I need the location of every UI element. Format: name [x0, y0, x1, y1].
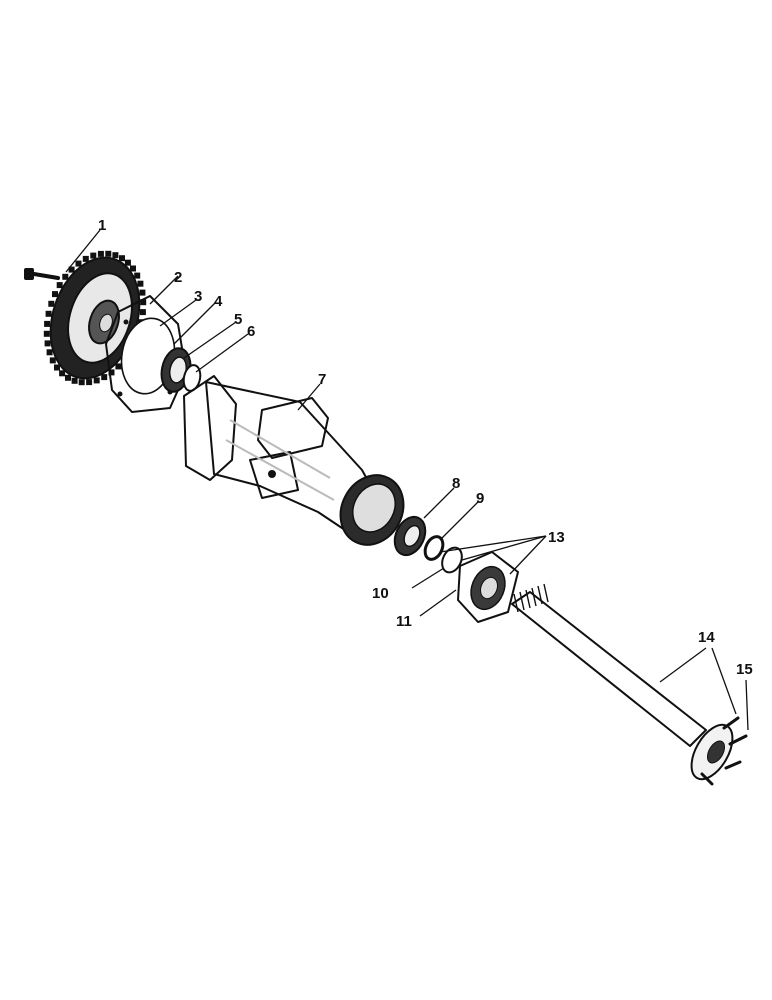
- gear-tooth: [54, 364, 60, 371]
- gear-tooth: [78, 379, 85, 386]
- callout-10: 10: [372, 585, 389, 602]
- gear-tooth: [75, 260, 82, 267]
- gear-part: [43, 250, 147, 386]
- gear-tooth: [93, 377, 100, 384]
- callout-4: 4: [214, 293, 223, 310]
- callout-14: 14: [698, 629, 715, 646]
- callout-7: 7: [318, 371, 326, 388]
- gear-tooth: [115, 363, 122, 370]
- gear-tooth: [48, 300, 55, 307]
- shim-part: [441, 546, 463, 574]
- gear-tooth: [137, 280, 144, 287]
- shaft-spline: [519, 591, 525, 611]
- callout-labels: 1 2 3 4 5 6 7 8 9 10 11 13 14 15: [98, 217, 753, 678]
- gear-tooth: [105, 250, 112, 257]
- callout-8: 8: [452, 475, 460, 492]
- bolt-part: [24, 268, 60, 280]
- gear-tooth: [139, 309, 146, 316]
- gear-tooth: [43, 330, 50, 337]
- gear-tooth: [86, 379, 93, 386]
- gear-tooth: [68, 266, 75, 273]
- shaft-spline: [543, 583, 549, 603]
- gear-tooth: [97, 250, 104, 257]
- gear-tooth: [44, 320, 51, 327]
- shaft-spline: [531, 587, 537, 607]
- callout-2: 2: [174, 269, 182, 286]
- callout-3: 3: [194, 288, 202, 305]
- shaft-spline: [513, 593, 519, 613]
- axle-housing-part: [183, 375, 405, 546]
- gear-tooth: [140, 299, 147, 306]
- gear-tooth: [119, 255, 125, 262]
- gear-tooth: [130, 265, 136, 272]
- callout-leaders: [65, 229, 749, 731]
- gear-tooth: [108, 369, 115, 376]
- gear-tooth: [90, 252, 97, 259]
- gear-tooth: [56, 282, 63, 289]
- gear-tooth: [82, 255, 89, 262]
- gear-tooth: [134, 272, 141, 279]
- gear-tooth: [45, 310, 52, 317]
- gear-tooth: [49, 357, 56, 364]
- gear-tooth: [44, 340, 51, 347]
- shaft-spline: [525, 589, 531, 609]
- bearing-retainer-part: [457, 551, 519, 623]
- gear-tooth: [62, 273, 69, 280]
- gear-tooth: [112, 252, 119, 259]
- callout-15: 15: [736, 661, 753, 678]
- shaft-spline: [537, 585, 543, 605]
- gear-tooth: [101, 374, 108, 381]
- gear-tooth: [46, 349, 53, 356]
- shaft-splines: [513, 583, 549, 613]
- gear-tooth: [124, 259, 131, 266]
- callout-5: 5: [234, 311, 242, 328]
- gear-tooth: [139, 289, 146, 296]
- callout-13: 13: [548, 529, 565, 546]
- gear-tooth: [71, 377, 78, 384]
- gear-tooth: [65, 374, 71, 381]
- outer-bearing-part: [393, 515, 427, 557]
- gear-tooth: [52, 291, 58, 298]
- gear-tooth: [59, 370, 66, 377]
- axle-shaft-part: [511, 583, 734, 781]
- wheel-studs-part: [700, 716, 748, 786]
- callout-6: 6: [247, 323, 255, 340]
- callout-1: 1: [98, 217, 106, 234]
- callout-9: 9: [476, 490, 484, 507]
- gear-teeth: [43, 250, 147, 386]
- callout-11: 11: [396, 613, 412, 630]
